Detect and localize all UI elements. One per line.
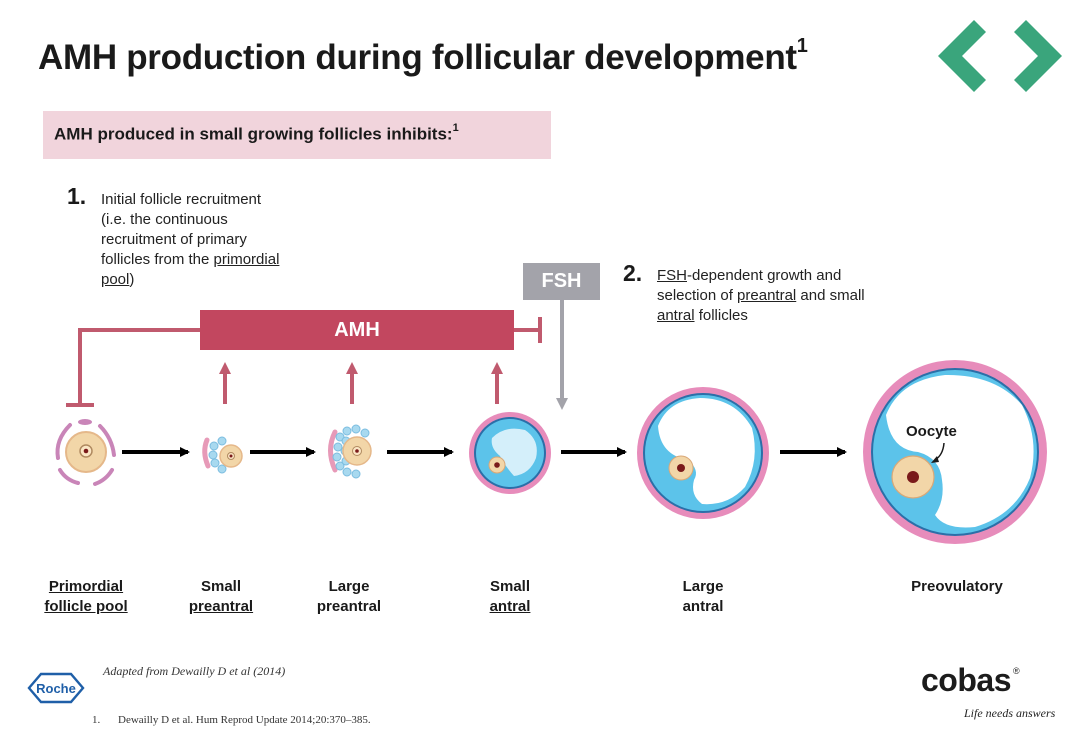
fsh-box: FSH (523, 263, 600, 300)
amh-inhibition-right (514, 317, 542, 343)
page-title: AMH production during follicular develop… (38, 35, 808, 77)
amh-bar: AMH (200, 310, 514, 350)
cobas-tagline: Life needs answers (964, 706, 1056, 720)
chevron-left-icon[interactable] (934, 18, 1014, 98)
note2-text: FSH-dependent growth and selection of pr… (657, 267, 865, 324)
note2-number: 2. (623, 260, 643, 286)
amh-inhibition-left (66, 328, 200, 407)
cobas-registered-mark: ® (1013, 666, 1020, 676)
primordial-follicle-icon (55, 419, 116, 486)
note1-number: 1. (67, 183, 87, 209)
small-antral-follicle-icon (469, 412, 551, 494)
cobas-logo: cobas (921, 662, 1011, 698)
note1-text: Initial follicle recruitment (i.e. the c… (101, 191, 280, 288)
large-preantral-follicle-icon (328, 424, 372, 479)
preovulatory-follicle-icon (863, 360, 1047, 544)
stage-label-preovulatory: Preovulatory (911, 578, 1003, 595)
chevron-right-icon[interactable] (986, 18, 1066, 98)
small-preantral-follicle-icon (202, 436, 243, 474)
adapted-from-note: Adapted from Dewailly D et al (2014) (103, 664, 286, 678)
reference: 1.Dewailly D et al. Hum Reprod Update 20… (92, 714, 371, 726)
svg-text:Roche: Roche (36, 681, 76, 696)
subtitle-banner: AMH produced in small growing follicles … (43, 111, 551, 159)
roche-logo: Roche (27, 672, 85, 704)
oocyte-label: Oocyte (906, 423, 957, 440)
large-antral-follicle-icon (637, 387, 769, 519)
